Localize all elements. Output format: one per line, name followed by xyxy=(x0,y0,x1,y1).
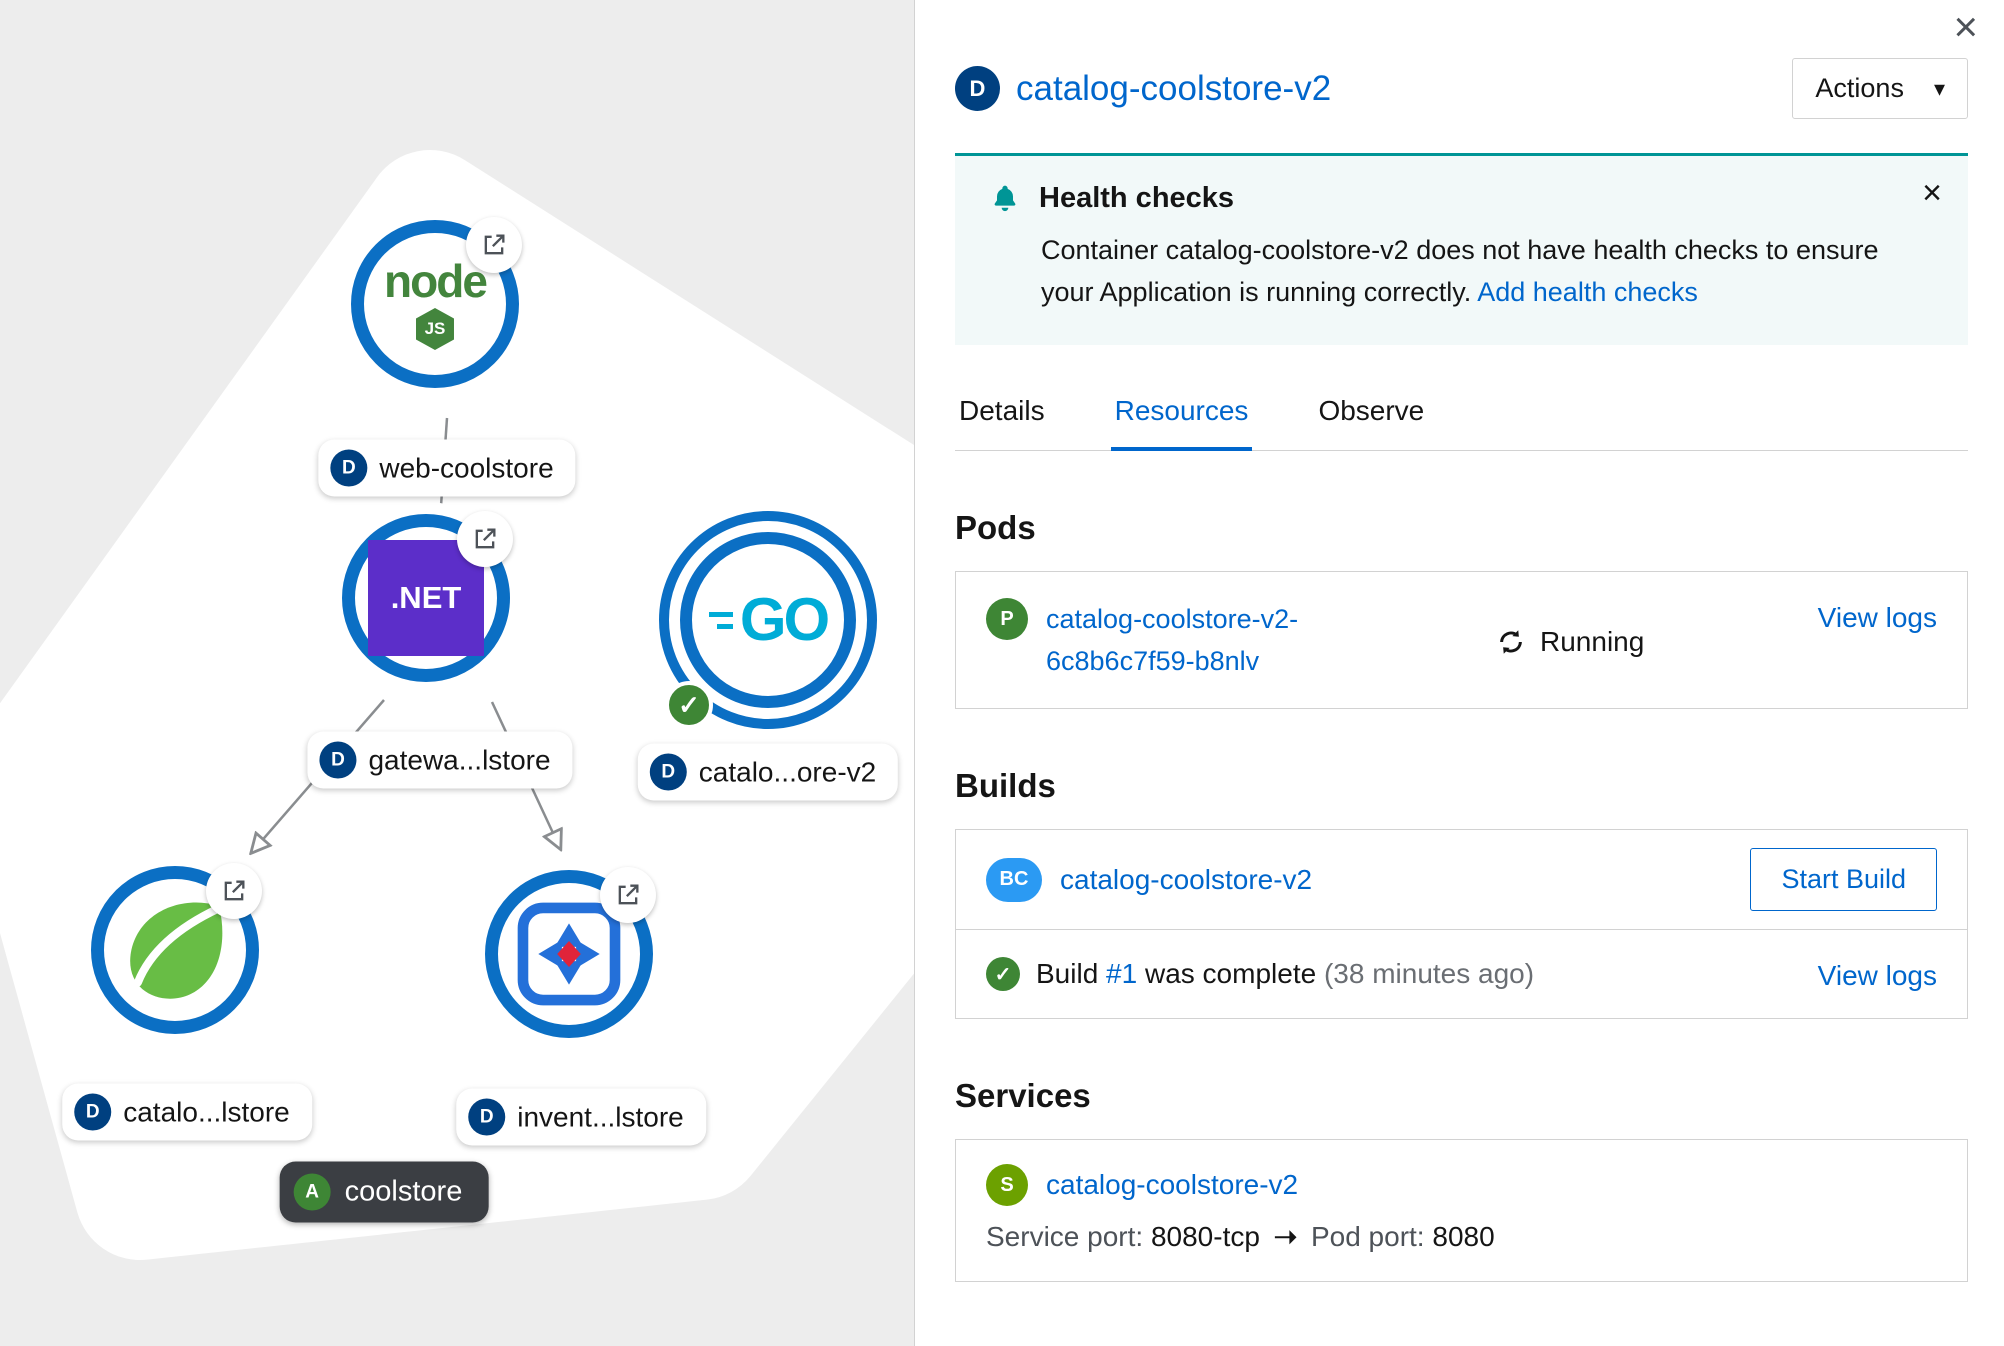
deployment-badge: D xyxy=(319,742,356,779)
build-word: Build xyxy=(1036,958,1098,989)
golang-logo: GO xyxy=(709,590,827,650)
topology-node-catalog-coolstore-v2[interactable]: GO ✓ xyxy=(659,511,877,729)
alert-close-icon[interactable]: × xyxy=(1922,176,1942,210)
builds-card: BC catalog-coolstore-v2 Start Build ✓ Bu… xyxy=(955,829,1968,1019)
service-ports: Service port: 8080-tcp ➝ Pod port: 8080 xyxy=(986,1220,1937,1253)
build-config-link[interactable]: catalog-coolstore-v2 xyxy=(1060,864,1312,896)
panel-header: D catalog-coolstore-v2 Actions ▾ xyxy=(955,58,1968,119)
deployment-badge: D xyxy=(650,754,687,791)
node-label-gateway[interactable]: D gatewa...lstore xyxy=(307,732,572,789)
topology-node-web-coolstore[interactable]: node JS xyxy=(351,220,519,388)
pod-status-text: Running xyxy=(1540,626,1644,658)
application-label-text: coolstore xyxy=(345,1176,463,1209)
builds-heading: Builds xyxy=(955,767,1968,805)
bell-icon xyxy=(989,183,1021,215)
application-group-label[interactable]: A coolstore xyxy=(280,1162,489,1223)
service-name-link[interactable]: catalog-coolstore-v2 xyxy=(1046,1169,1298,1201)
resource-side-panel: × D catalog-coolstore-v2 Actions ▾ Healt… xyxy=(914,0,2004,1346)
node-label-text: web-coolstore xyxy=(379,452,553,484)
node-label-text: gatewa...lstore xyxy=(368,744,550,776)
tab-observe[interactable]: Observe xyxy=(1314,389,1428,450)
close-icon[interactable]: × xyxy=(1953,6,1978,48)
sync-icon xyxy=(1496,627,1526,657)
check-circle-icon: ✓ xyxy=(986,957,1020,991)
node-label-text: catalo...ore-v2 xyxy=(699,756,876,788)
build-number-link[interactable]: #1 xyxy=(1106,958,1137,989)
actions-dropdown[interactable]: Actions ▾ xyxy=(1792,58,1968,119)
build-success-icon: ✓ xyxy=(665,681,713,729)
nodejs-logo: node JS xyxy=(384,258,486,350)
alert-body: Container catalog-coolstore-v2 does not … xyxy=(1041,229,1938,313)
health-checks-alert: Health checks Container catalog-coolstor… xyxy=(955,153,1968,345)
open-url-icon[interactable] xyxy=(466,217,522,273)
node-label-text: invent...lstore xyxy=(517,1101,684,1133)
nodejs-wordmark: node xyxy=(384,258,486,304)
service-badge: S xyxy=(986,1164,1028,1206)
open-url-icon[interactable] xyxy=(600,867,656,923)
pod-port-label: Pod port: xyxy=(1311,1221,1425,1252)
alert-title: Health checks xyxy=(1039,182,1234,215)
service-port-value: 8080-tcp xyxy=(1151,1221,1260,1252)
start-build-button[interactable]: Start Build xyxy=(1750,848,1937,911)
deployment-badge: D xyxy=(468,1099,505,1136)
nodejs-hexagon-icon: JS xyxy=(416,308,454,350)
topology-node-inventory[interactable] xyxy=(485,870,653,1038)
deployment-badge: D xyxy=(955,66,1000,111)
actions-label: Actions xyxy=(1815,73,1904,104)
pods-heading: Pods xyxy=(955,509,1968,547)
alert-body-text: Container catalog-coolstore-v2 does not … xyxy=(1041,235,1879,307)
build-config-row: BC catalog-coolstore-v2 Start Build xyxy=(956,830,1967,930)
services-heading: Services xyxy=(955,1077,1968,1115)
pod-view-logs-link[interactable]: View logs xyxy=(1818,602,1937,682)
pod-badge: P xyxy=(986,598,1028,640)
node-label-text: catalo...lstore xyxy=(123,1096,290,1128)
chevron-down-icon: ▾ xyxy=(1934,76,1945,102)
application-badge: A xyxy=(294,1174,331,1211)
pod-status: Running xyxy=(1496,602,1644,682)
golang-wordmark: GO xyxy=(740,590,827,650)
panel-tabs: Details Resources Observe xyxy=(955,389,1968,451)
build-view-logs-link[interactable]: View logs xyxy=(1818,960,1937,992)
node-label-catalog-coolstore-v2[interactable]: D catalo...ore-v2 xyxy=(638,744,898,801)
build-timestamp: (38 minutes ago) xyxy=(1324,958,1534,989)
topology-node-catalog[interactable] xyxy=(91,866,259,1034)
node-circle: GO xyxy=(680,532,856,708)
build-status-row: ✓ Build #1 was complete (38 minutes ago)… xyxy=(956,930,1967,1018)
service-port-label: Service port: xyxy=(986,1221,1143,1252)
pod-port-value: 8080 xyxy=(1432,1221,1494,1252)
pod-row: P catalog-coolstore-v2-6c8b6c7f59-b8nlv … xyxy=(956,572,1967,708)
open-url-icon[interactable] xyxy=(206,863,262,919)
deployment-badge: D xyxy=(330,450,367,487)
page-title[interactable]: catalog-coolstore-v2 xyxy=(1016,69,1331,109)
pod-name-link[interactable]: catalog-coolstore-v2-6c8b6c7f59-b8nlv xyxy=(1046,598,1346,682)
build-complete-text: was complete xyxy=(1145,958,1316,989)
add-health-checks-link[interactable]: Add health checks xyxy=(1477,277,1698,307)
node-label-catalog[interactable]: D catalo...lstore xyxy=(62,1084,312,1141)
node-label-web-coolstore[interactable]: D web-coolstore xyxy=(318,440,575,497)
node-label-inventory[interactable]: D invent...lstore xyxy=(456,1089,706,1146)
build-config-badge: BC xyxy=(986,858,1042,902)
topology-node-gateway[interactable]: .NET xyxy=(342,514,510,682)
tab-details[interactable]: Details xyxy=(955,389,1049,450)
tab-resources[interactable]: Resources xyxy=(1111,389,1253,451)
open-url-icon[interactable] xyxy=(457,511,513,567)
golang-speed-lines xyxy=(709,612,733,629)
build-status-text: Build #1 was complete (38 minutes ago) xyxy=(1036,958,1534,990)
deployment-badge: D xyxy=(74,1094,111,1131)
services-card: S catalog-coolstore-v2 Service port: 808… xyxy=(955,1139,1968,1282)
arrow-right-icon: ➝ xyxy=(1268,1221,1303,1252)
pods-card: P catalog-coolstore-v2-6c8b6c7f59-b8nlv … xyxy=(955,571,1968,709)
